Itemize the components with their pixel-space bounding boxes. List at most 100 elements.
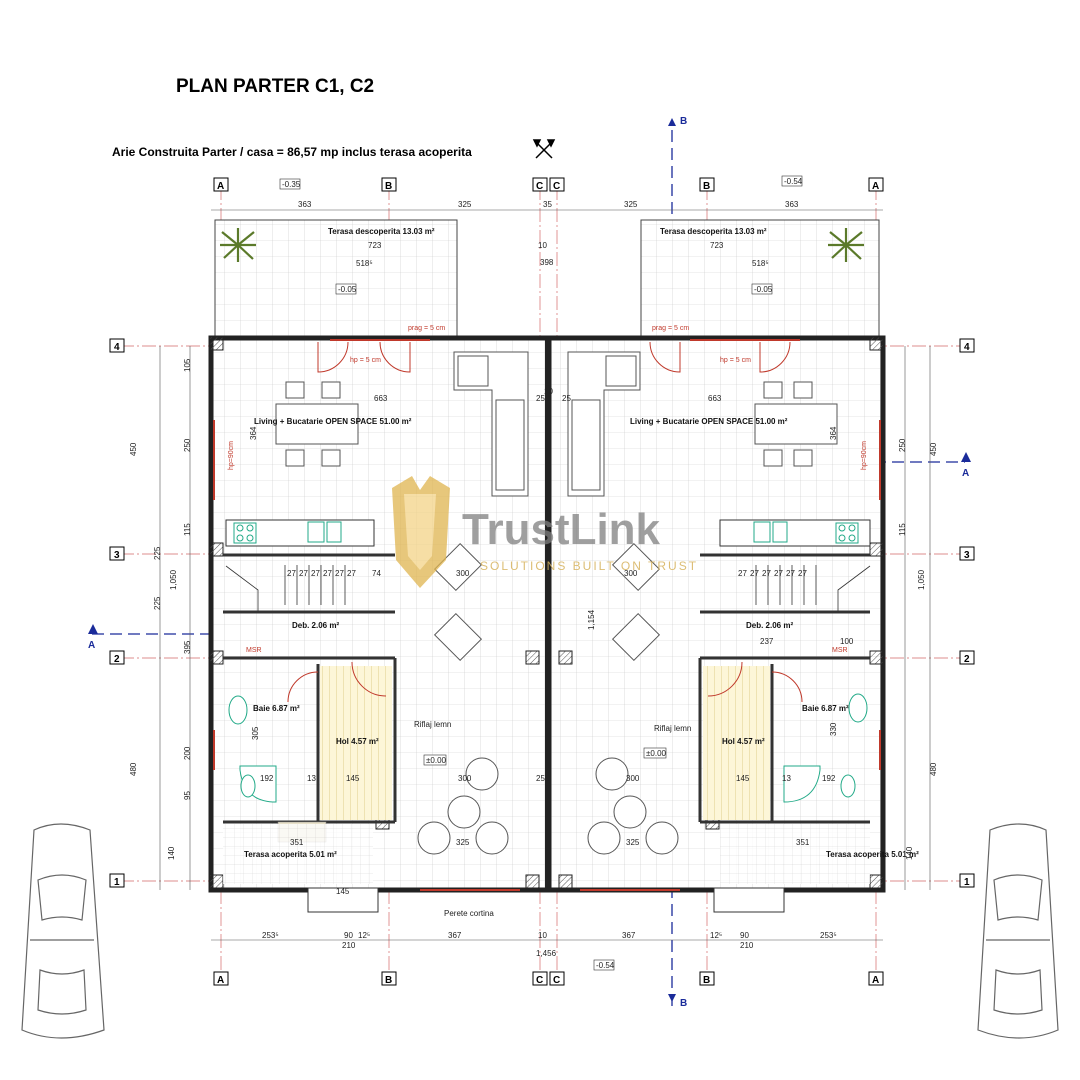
svg-text:1: 1 bbox=[964, 877, 970, 888]
axis-labels-top: A B C C B A bbox=[213, 177, 884, 192]
dim-bath-25: 25 bbox=[536, 774, 545, 783]
svg-text:4: 4 bbox=[114, 342, 120, 353]
dim-bottom-1: 253⁵ bbox=[262, 931, 279, 940]
terrace-uncovered-right-label: Terasa descoperita 13.03 m² bbox=[660, 227, 767, 236]
hp-left-note: hp = 5 cm bbox=[350, 357, 381, 364]
watermark-brand: TrustLink bbox=[462, 505, 661, 554]
terrace-covered-left bbox=[223, 824, 373, 884]
dim-351-left: 351 bbox=[290, 838, 304, 847]
dim-stair-1: 27 bbox=[287, 569, 296, 578]
dim-left-140: 140 bbox=[167, 846, 176, 860]
dim-top-5: 363 bbox=[785, 200, 799, 209]
hp-right-note: hp = 5 cm bbox=[720, 357, 751, 364]
dim-stair-6: 27 bbox=[347, 569, 356, 578]
plant-icon bbox=[220, 228, 256, 262]
dim-stair-r2: 27 bbox=[750, 569, 759, 578]
perete-note: Perete cortina bbox=[444, 909, 494, 918]
section-b-arrow-top bbox=[668, 118, 676, 126]
axis-labels-bottom: A B C C B A bbox=[213, 971, 884, 986]
dim-364-left: 364 bbox=[249, 426, 258, 440]
svg-text:A: A bbox=[872, 181, 879, 192]
terrace-uncovered-left bbox=[214, 219, 458, 339]
dim-terrace-1: 723 bbox=[368, 241, 382, 250]
plan-subtitle: Arie Construita Parter / casa = 86,57 mp… bbox=[112, 145, 472, 159]
dim-bottom-7: 367 bbox=[622, 931, 636, 940]
window-marks bbox=[213, 339, 881, 891]
svg-text:B: B bbox=[385, 181, 392, 192]
section-a-arrow-left bbox=[88, 624, 98, 634]
dim-inner-250: 250 bbox=[183, 438, 192, 452]
dim-right-450: 450 bbox=[929, 442, 938, 456]
section-b-label-bottom: B bbox=[680, 998, 687, 1009]
level-tags: -0.35 -0.54 -0.54 -0.05 -0.05 ±0.00 ±0.0… bbox=[279, 175, 803, 971]
dim-inner-200: 200 bbox=[183, 746, 192, 760]
sofa-icon bbox=[453, 351, 641, 497]
dim-1154: 1,154 bbox=[587, 609, 596, 630]
msr-right-note: MSR bbox=[832, 647, 848, 654]
kitchen-counter-right bbox=[719, 519, 871, 547]
dim-living-5: 25 bbox=[562, 394, 571, 403]
dim-terrace-6: 518⁵ bbox=[752, 259, 769, 268]
axis-labels-left: 4 3 2 1 bbox=[109, 338, 125, 888]
bathroom-fixtures-icon bbox=[228, 693, 868, 803]
dim-left-450: 450 bbox=[129, 442, 138, 456]
section-b-label-top: B bbox=[680, 116, 687, 127]
svg-text:A: A bbox=[872, 975, 879, 986]
svg-text:A: A bbox=[217, 181, 224, 192]
svg-text:-0.35: -0.35 bbox=[282, 180, 301, 189]
dim-inner-305: 305 bbox=[251, 726, 260, 740]
dim-351-right: 351 bbox=[796, 838, 810, 847]
dim-325-left: 325 bbox=[456, 838, 470, 847]
svg-text:±0.00: ±0.00 bbox=[426, 756, 447, 765]
door-swings bbox=[287, 341, 803, 703]
dim-terrace-2: 518⁵ bbox=[356, 259, 373, 268]
armchair-icon bbox=[433, 542, 661, 662]
trustlink-logo-icon bbox=[392, 476, 450, 588]
dim-bath-300: 300 bbox=[458, 774, 472, 783]
dim-terrace-3: 10 bbox=[538, 241, 547, 250]
svg-text:-0.05: -0.05 bbox=[338, 285, 357, 294]
dim-bath-145: 145 bbox=[346, 774, 360, 783]
plan-title: PLAN PARTER C1, C2 bbox=[176, 76, 374, 97]
svg-text:3: 3 bbox=[114, 550, 120, 561]
stairs-icon bbox=[225, 565, 871, 612]
dim-stair-5: 27 bbox=[335, 569, 344, 578]
svg-text:2: 2 bbox=[964, 654, 970, 665]
svg-text:-0.54: -0.54 bbox=[596, 961, 615, 970]
dim-237: 237 bbox=[760, 637, 774, 646]
dim-stair-2: 27 bbox=[299, 569, 308, 578]
dim-100: 100 bbox=[840, 637, 854, 646]
svg-text:4: 4 bbox=[964, 342, 970, 353]
riflaj-right-note: Riflaj lemn bbox=[654, 724, 691, 733]
svg-text:1: 1 bbox=[114, 877, 120, 888]
dim-bottom-11: 210 bbox=[342, 941, 356, 950]
dim-bath-192: 192 bbox=[260, 774, 274, 783]
north-arrow-icon bbox=[532, 139, 556, 159]
hall-right-label: Hol 4.57 m² bbox=[722, 737, 765, 746]
kitchen-counter-left bbox=[225, 519, 375, 547]
dim-terrace-5: 723 bbox=[710, 241, 724, 250]
interior-walls-right bbox=[698, 553, 870, 824]
dim-top-3: 35 bbox=[543, 200, 552, 209]
dim-bottom-10: 253⁵ bbox=[820, 931, 837, 940]
dim-left-225a: 225 bbox=[153, 546, 162, 560]
dim-bottom-12: 210 bbox=[740, 941, 754, 950]
dim-top-2: 325 bbox=[458, 200, 472, 209]
dim-145: 145 bbox=[336, 887, 350, 896]
prag-left-note: prag = 5 cm bbox=[408, 325, 445, 332]
bath-right-label: Baie 6.87 m² bbox=[802, 704, 849, 713]
dim-top-4: 325 bbox=[624, 200, 638, 209]
section-a-arrow-right bbox=[961, 452, 971, 462]
riflaj-left-note: Riflaj lemn bbox=[414, 720, 451, 729]
svg-text:C: C bbox=[536, 181, 543, 192]
dim-living-3: 25 bbox=[536, 394, 545, 403]
dim-inner-105: 105 bbox=[183, 358, 192, 372]
dim-bottom-2: 90 bbox=[344, 931, 353, 940]
dim-inner-395: 395 bbox=[183, 640, 192, 654]
dim-stair-r4: 27 bbox=[774, 569, 783, 578]
svg-text:-0.54: -0.54 bbox=[784, 177, 803, 186]
dim-terrace-4: 398 bbox=[540, 258, 554, 267]
dim-bottom-13: 1,456 bbox=[536, 949, 557, 958]
svg-text:A: A bbox=[217, 975, 224, 986]
